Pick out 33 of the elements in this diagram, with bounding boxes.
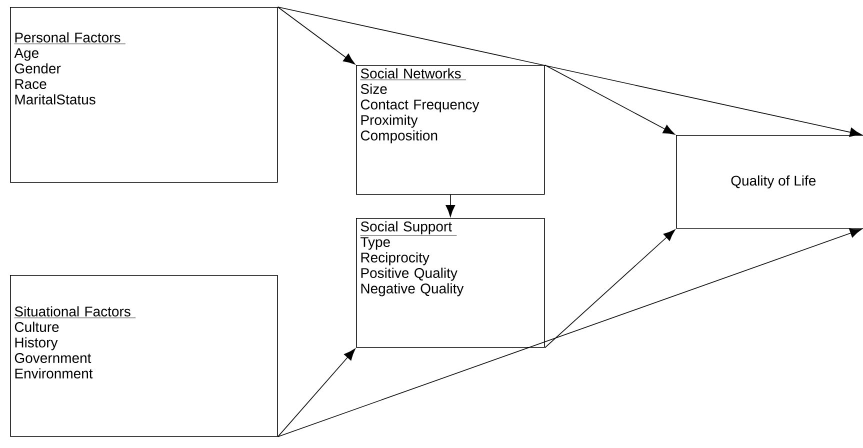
node-label: History [15,337,58,350]
arrow [544,229,676,348]
arrow [544,64,675,135]
node-label: Race [15,79,46,89]
node-label: Personal Factors [15,32,120,42]
node-label: Social Networks [360,68,461,78]
node-label: Gender [14,63,61,74]
node-label: Contact Frequency [360,100,480,112]
arrow [277,348,356,438]
node-label: Proximity [361,114,418,128]
node-label: Social Support [360,221,452,234]
node-label: Reciprocity [361,252,430,266]
arrow [277,228,862,438]
factor-box [10,275,278,437]
arrow [277,6,356,64]
node-label: Environment [15,368,93,378]
node-label: Culture [14,322,59,332]
node-label: Positive Quality [361,268,458,281]
factor-box [356,218,545,348]
factor-box [676,135,863,229]
node-label: Government [14,353,92,363]
node-label: Age [14,48,38,61]
node-label: Quality of Life [731,175,816,188]
factor-box [10,7,278,183]
arrow [446,194,456,217]
node-label: Composition [360,130,438,144]
node-label: MaritalStatus [15,94,96,104]
factor-box [356,65,545,195]
arrow [277,6,862,137]
node-label: Size [360,84,387,94]
node-label: Negative Quality [361,283,464,296]
node-label: Situational Factors [14,306,130,316]
node-label: Type [360,237,390,250]
